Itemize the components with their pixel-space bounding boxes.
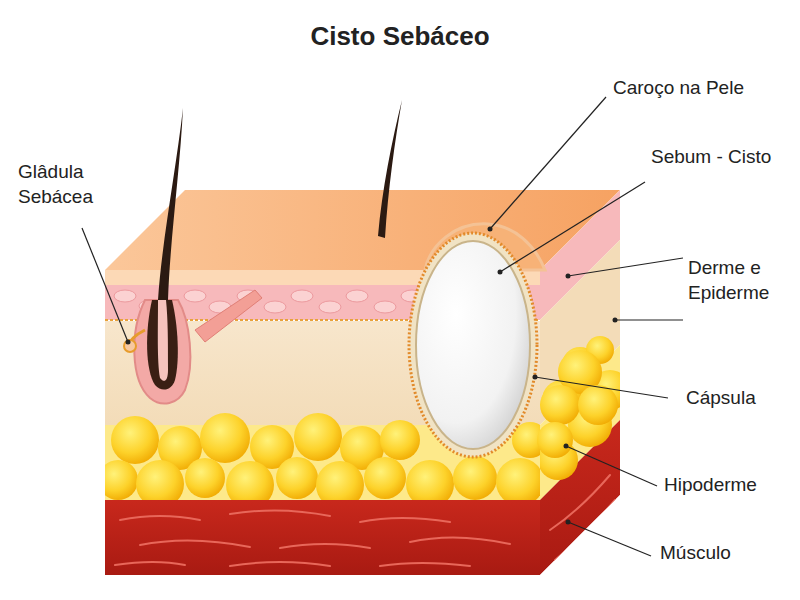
muscle-band — [105, 500, 540, 575]
leader-dots — [126, 227, 618, 525]
cyst-sebum — [416, 241, 530, 449]
leader-lines — [82, 97, 683, 556]
part-label: Caroço na Pele — [613, 76, 744, 101]
hair — [158, 108, 183, 300]
cyst-capsule — [409, 233, 537, 457]
part-label: Derme e Epiderme — [688, 256, 793, 305]
hair — [378, 100, 402, 238]
skin-surface — [105, 190, 620, 270]
sebaceous-gland — [124, 340, 136, 352]
hair-follicle — [124, 290, 262, 404]
part-label: Músculo — [660, 541, 731, 566]
part-label: Sebum - Cisto — [651, 145, 771, 170]
part-label: Cápsula — [686, 386, 756, 411]
arrector-muscle — [195, 290, 262, 342]
part-label: Hipoderme — [664, 473, 757, 498]
fat-cells — [537, 350, 618, 458]
part-label: Glâdula Sebácea — [18, 160, 113, 209]
diagram-title: Cisto Sebáceo — [0, 20, 800, 54]
muscle-fibres — [115, 510, 510, 566]
